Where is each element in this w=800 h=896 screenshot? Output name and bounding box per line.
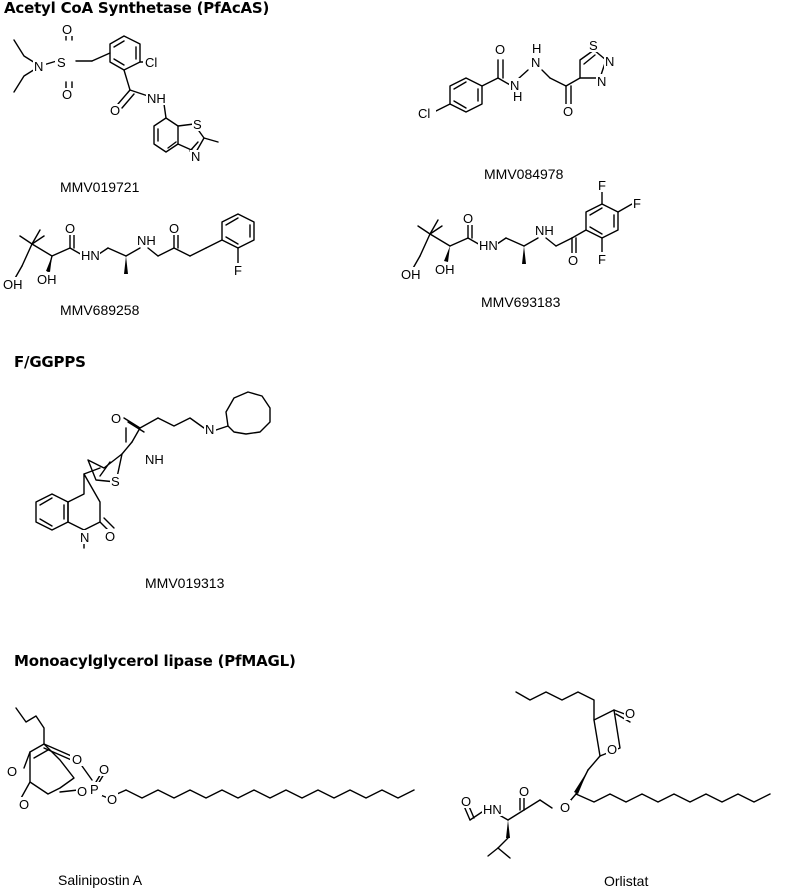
section-title-pfmagl: Monoacylglycerol lipase (PfMAGL) bbox=[14, 652, 296, 670]
svg-text:S: S bbox=[57, 55, 66, 70]
svg-text:N: N bbox=[531, 55, 540, 70]
svg-text:S: S bbox=[111, 474, 120, 489]
svg-text:O: O bbox=[568, 253, 578, 268]
svg-text:S: S bbox=[589, 38, 598, 53]
svg-text:OH: OH bbox=[3, 277, 23, 292]
svg-text:O: O bbox=[99, 762, 109, 777]
compound-label-mmv084978: MMV084978 bbox=[484, 166, 564, 182]
svg-text:O: O bbox=[19, 797, 29, 812]
svg-text:N: N bbox=[205, 422, 214, 437]
svg-text:H: H bbox=[532, 41, 541, 56]
svg-text:O: O bbox=[461, 794, 471, 809]
svg-text:N: N bbox=[597, 74, 606, 89]
compound-label-mmv689258: MMV689258 bbox=[60, 302, 140, 318]
svg-text:N: N bbox=[510, 78, 519, 93]
svg-text:HN: HN bbox=[479, 238, 498, 253]
svg-text:NH: NH bbox=[145, 452, 164, 467]
svg-text:H: H bbox=[513, 89, 522, 104]
compound-label-mmv693183: MMV693183 bbox=[481, 294, 561, 310]
svg-text:N: N bbox=[191, 149, 200, 164]
svg-text:F: F bbox=[598, 252, 606, 267]
svg-text:O: O bbox=[463, 211, 473, 226]
compound-label-mmv019721: MMV019721 bbox=[60, 179, 140, 195]
svg-text:HN: HN bbox=[81, 248, 100, 263]
svg-text:O: O bbox=[607, 742, 617, 757]
svg-text:N: N bbox=[80, 530, 89, 545]
section-title-pfacas: Acetyl CoA Synthetase (PfAcAS) bbox=[4, 0, 270, 17]
svg-text:HN: HN bbox=[483, 802, 502, 817]
svg-text:OH: OH bbox=[401, 267, 421, 282]
svg-text:O: O bbox=[105, 529, 115, 544]
compound-label-mmv019313: MMV019313 bbox=[145, 575, 225, 591]
svg-text:F: F bbox=[633, 196, 641, 211]
svg-text:OH: OH bbox=[37, 272, 57, 287]
svg-text:F: F bbox=[598, 178, 606, 193]
svg-text:O: O bbox=[62, 22, 72, 37]
svg-text:NH: NH bbox=[147, 91, 166, 106]
svg-text:OH: OH bbox=[435, 262, 455, 277]
svg-text:P: P bbox=[90, 782, 99, 797]
svg-text:N: N bbox=[605, 54, 614, 69]
svg-text:O: O bbox=[110, 103, 120, 118]
svg-text:O: O bbox=[7, 764, 17, 779]
svg-text:O: O bbox=[72, 752, 82, 767]
svg-text:O: O bbox=[62, 87, 72, 102]
svg-text:NH: NH bbox=[137, 233, 156, 248]
compound-label-orlistat: Orlistat bbox=[604, 873, 649, 889]
compound-label-salinipostin-a: Salinipostin A bbox=[58, 872, 143, 888]
svg-text:NH: NH bbox=[535, 223, 554, 238]
svg-text:O: O bbox=[560, 800, 570, 815]
svg-text:O: O bbox=[563, 104, 573, 119]
svg-text:S: S bbox=[193, 117, 202, 132]
svg-text:F: F bbox=[234, 263, 242, 278]
svg-text:O: O bbox=[519, 784, 529, 799]
svg-text:O: O bbox=[625, 706, 635, 721]
svg-text:Cl: Cl bbox=[145, 55, 157, 70]
svg-text:Cl: Cl bbox=[418, 106, 430, 121]
svg-text:O: O bbox=[107, 792, 117, 807]
svg-text:O: O bbox=[77, 784, 87, 799]
svg-text:O: O bbox=[65, 221, 75, 236]
svg-text:N: N bbox=[34, 59, 43, 74]
section-title-ggpps: F/GGPPS bbox=[14, 353, 86, 371]
svg-text:O: O bbox=[111, 411, 121, 426]
svg-text:O: O bbox=[495, 42, 505, 57]
svg-text:O: O bbox=[169, 221, 179, 236]
